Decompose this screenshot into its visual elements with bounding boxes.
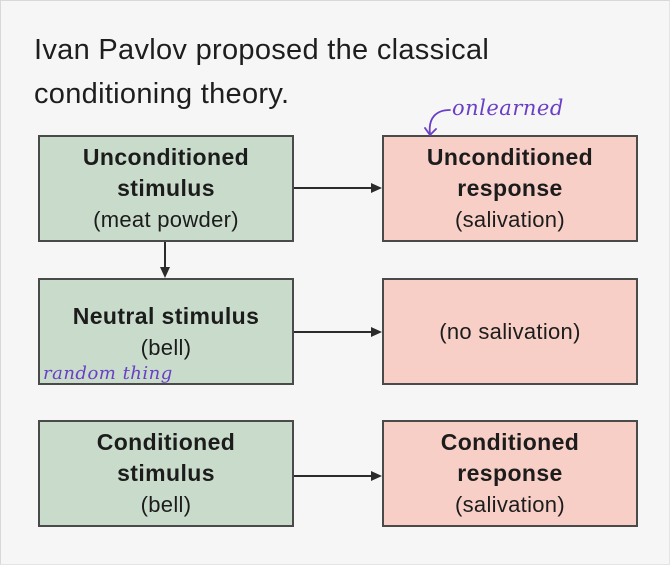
unconditioned-stimulus-box: Unconditioned stimulus (meat powder) — [38, 135, 294, 242]
arrow-ucs-to-ucr-head — [371, 183, 382, 193]
arrow-ns-to-nr-shaft — [294, 331, 371, 333]
ucr-example: (salivation) — [455, 207, 565, 232]
slide-title: Ivan Pavlov proposed the classical condi… — [34, 28, 634, 116]
handwritten-annotation-random-thing: random thing — [43, 363, 173, 384]
cr-label-1: Conditioned — [440, 429, 580, 455]
handwritten-annotation-onlearned: onlearned — [452, 96, 564, 120]
title-line-1: Ivan Pavlov proposed the classical — [34, 34, 490, 66]
ucs-label-1: Unconditioned — [82, 144, 250, 170]
unconditioned-response-box: Unconditioned response (salivation) — [382, 135, 638, 242]
cr-example: (salivation) — [455, 492, 565, 517]
conditioned-response-box: Conditioned response (salivation) — [382, 420, 638, 527]
ucs-label-2: stimulus — [117, 175, 215, 201]
ucr-label-1: Unconditioned — [426, 144, 594, 170]
neutral-stimulus-box: Neutral stimulus (bell) — [38, 278, 294, 385]
ucs-example: (meat powder) — [93, 207, 239, 232]
ns-example: (bell) — [140, 334, 192, 360]
ns-label: Neutral stimulus — [72, 302, 260, 329]
no-response-box: (no salivation) — [382, 278, 638, 385]
arrow-ucs-to-ucr-shaft — [294, 187, 371, 189]
arrow-cs-to-cr-shaft — [294, 475, 371, 477]
cr-label-2: response — [457, 460, 563, 486]
cs-label-1: Conditioned — [96, 429, 236, 455]
arrow-ns-to-nr-head — [371, 327, 382, 337]
arrow-ucs-to-ns-shaft — [164, 242, 166, 267]
cs-example: (bell) — [140, 492, 192, 517]
cs-label-2: stimulus — [117, 460, 215, 486]
arrow-ucs-to-ns-head — [160, 267, 170, 278]
ucr-label-2: response — [457, 175, 563, 201]
nr-example: (no salivation) — [439, 319, 581, 344]
arrow-cs-to-cr-head — [371, 471, 382, 481]
conditioned-stimulus-box: Conditioned stimulus (bell) — [38, 420, 294, 527]
title-line-2: conditioning theory. — [34, 78, 290, 110]
